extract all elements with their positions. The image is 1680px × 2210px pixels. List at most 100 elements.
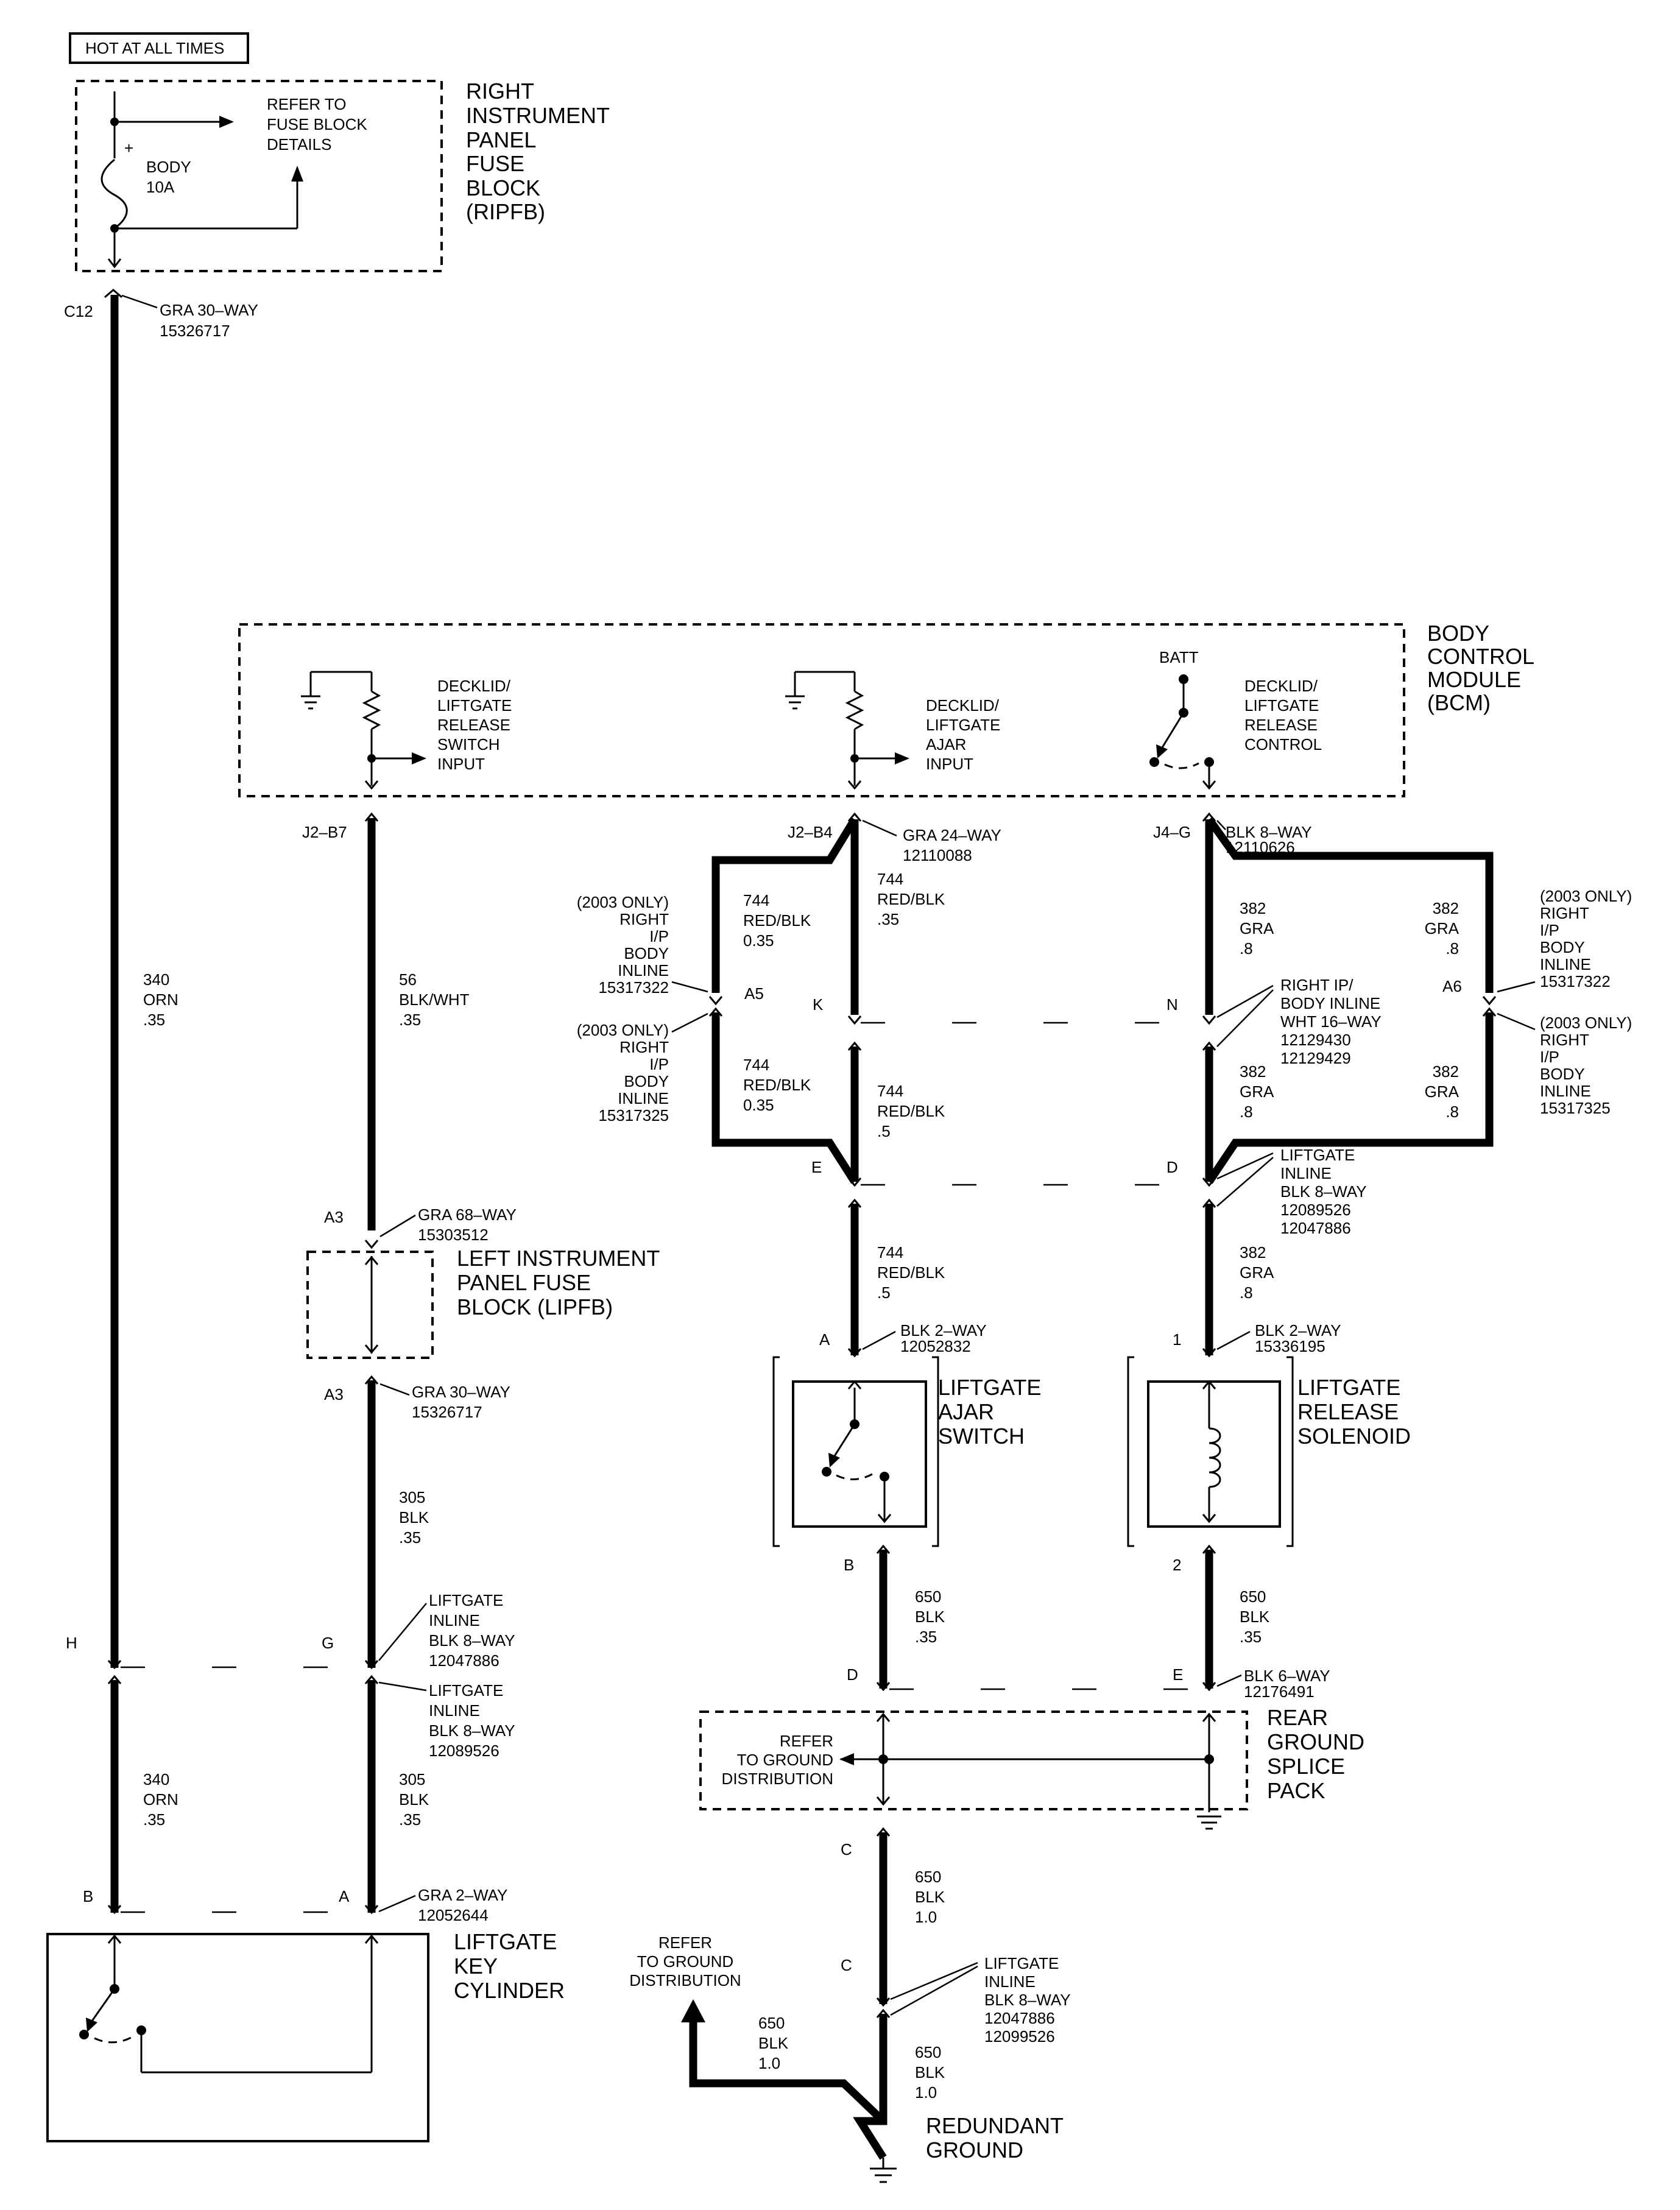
- label-744-left-top: 744 RED/BLK 0.35: [743, 891, 811, 950]
- svg-text:RED/BLK: RED/BLK: [877, 1263, 945, 1282]
- svg-text:INLINE: INLINE: [984, 1972, 1036, 1991]
- lipfb-box: [306, 1251, 434, 1359]
- label-650-b: 650 BLK .35: [1240, 1587, 1270, 1646]
- d-gnd-mark: [876, 1682, 891, 1692]
- svg-text:RIGHT IP/: RIGHT IP/: [1280, 976, 1354, 994]
- svg-text:ORN: ORN: [143, 990, 178, 1009]
- liftgate-inline-3-connector: LIFTGATE INLINE BLK 8–WAY 12089526: [378, 1681, 515, 1760]
- svg-text:+: +: [124, 139, 133, 157]
- svg-text:BLK/WHT: BLK/WHT: [399, 990, 470, 1009]
- ajar-switch-symbol: [822, 1380, 892, 1523]
- svg-text:.35: .35: [399, 1810, 421, 1829]
- bcm-box: [238, 623, 1405, 797]
- svg-text:.35: .35: [915, 1628, 937, 1646]
- svg-text:LIFTGATE: LIFTGATE: [938, 1375, 1041, 1400]
- svg-text:.35: .35: [877, 910, 899, 928]
- label-382-left-top: 382 GRA .8: [1240, 899, 1274, 958]
- svg-text:BLK: BLK: [399, 1508, 429, 1527]
- svg-text:RIGHT: RIGHT: [466, 79, 534, 104]
- svg-text:BLK 8–WAY: BLK 8–WAY: [1226, 823, 1312, 841]
- svg-text:LIFTGATE: LIFTGATE: [1280, 1146, 1355, 1164]
- svg-text:10A: 10A: [146, 178, 175, 196]
- pin-a3-top: A3: [324, 1208, 344, 1226]
- pin-c-bot: C: [841, 1956, 852, 1974]
- svg-text:RELEASE: RELEASE: [437, 716, 510, 734]
- refer-ground-2: REFER TO GROUND DISTRIBUTION: [629, 1933, 741, 1989]
- svg-text:TO GROUND: TO GROUND: [637, 1952, 733, 1971]
- svg-text:INLINE: INLINE: [1540, 1082, 1591, 1100]
- svg-text:.8: .8: [1445, 1103, 1459, 1121]
- wire-744-left-top: [711, 817, 858, 993]
- label-650-e: 650 BLK 1.0: [915, 2043, 945, 2102]
- svg-text:INPUT: INPUT: [926, 755, 973, 773]
- label-305-bot: 305 BLK .35: [399, 1770, 429, 1829]
- svg-text:.8: .8: [1445, 939, 1459, 958]
- liftgate-inline-1-connector: LIFTGATE INLINE BLK 8–WAY 12089526 12047…: [1216, 1146, 1367, 1237]
- bcm-switch-input-circuit: [301, 671, 426, 790]
- svg-text:305: 305: [399, 1488, 425, 1506]
- svg-text:BODY: BODY: [1427, 621, 1489, 646]
- label-305-top: 305 BLK .35: [399, 1488, 429, 1547]
- gra30-lipfb-connector: GRA 30–WAY 15326717: [364, 1375, 510, 1421]
- label-340-bot: 340 ORN .35: [143, 1770, 178, 1829]
- svg-text:CYLINDER: CYLINDER: [454, 1978, 565, 2003]
- svg-text:RED/BLK: RED/BLK: [743, 911, 811, 930]
- key-cylinder-box: [46, 1933, 429, 2142]
- inline-right-bot-label: (2003 ONLY) RIGHT I/P BODY INLINE 153173…: [1497, 1012, 1632, 1117]
- g-mark-lower: [364, 1675, 379, 1684]
- pin-d: D: [1166, 1158, 1178, 1176]
- key-cylinder-switch: [79, 1934, 379, 2074]
- a-key-mark: [364, 1905, 379, 1915]
- b-switch-mark: [876, 1544, 891, 1554]
- svg-text:LIFTGATE: LIFTGATE: [1244, 696, 1319, 715]
- svg-text:RIGHT: RIGHT: [619, 910, 669, 928]
- svg-text:.35: .35: [399, 1528, 421, 1547]
- svg-text:15317322: 15317322: [1540, 972, 1611, 990]
- svg-text:AJAR: AJAR: [938, 1399, 994, 1424]
- svg-text:BLK: BLK: [915, 2063, 945, 2081]
- sol-bracket-right: [1286, 1356, 1294, 1547]
- gra68-connector: GRA 68–WAY 15303512: [364, 1206, 517, 1249]
- ground-icon-redundant: [870, 2158, 897, 2183]
- svg-text:LIFTGATE: LIFTGATE: [926, 716, 1000, 734]
- svg-text:BODY: BODY: [624, 1072, 669, 1090]
- blk2-sol-connector: BLK 2–WAY 15336195: [1216, 1321, 1341, 1355]
- a-switch-mark: [847, 1348, 862, 1358]
- pin-d-gnd: D: [847, 1665, 858, 1684]
- svg-text:.35: .35: [143, 1810, 165, 1829]
- wire-744-left-bot: [711, 1012, 858, 1184]
- lipfb-label: LEFT INSTRUMENT PANEL FUSE BLOCK (LIPFB): [457, 1246, 660, 1319]
- svg-text:RED/BLK: RED/BLK: [877, 890, 945, 908]
- e-gnd-mark: [1202, 1682, 1216, 1692]
- svg-text:382: 382: [1433, 1062, 1459, 1081]
- svg-text:GRA 68–WAY: GRA 68–WAY: [418, 1206, 517, 1224]
- svg-text:PANEL FUSE: PANEL FUSE: [457, 1270, 591, 1295]
- svg-text:1.0: 1.0: [915, 1908, 937, 1926]
- svg-text:CONTROL: CONTROL: [1427, 644, 1534, 669]
- svg-text:(2003 ONLY): (2003 ONLY): [1540, 887, 1632, 905]
- svg-text:744: 744: [743, 1056, 769, 1074]
- svg-text:LIFTGATE: LIFTGATE: [454, 1929, 557, 1954]
- svg-text:ORN: ORN: [143, 1790, 178, 1809]
- svg-text:DISTRIBUTION: DISTRIBUTION: [629, 1971, 741, 1989]
- svg-text:FUSE: FUSE: [466, 151, 524, 176]
- svg-text:744: 744: [743, 891, 769, 909]
- lipfb-inner: [364, 1255, 379, 1354]
- svg-text:12099526: 12099526: [984, 2027, 1055, 2046]
- pin-b-switch: B: [844, 1556, 854, 1574]
- svg-text:LIFTGATE: LIFTGATE: [429, 1681, 503, 1700]
- svg-text:REFER TO: REFER TO: [267, 95, 347, 113]
- a5-mark-top: [708, 996, 723, 1006]
- svg-text:I/P: I/P: [1540, 921, 1559, 939]
- svg-text:BLK 8–WAY: BLK 8–WAY: [984, 1991, 1071, 2009]
- svg-text:KEY: KEY: [454, 1954, 498, 1979]
- svg-text:I/P: I/P: [649, 927, 669, 945]
- svg-text:15303512: 15303512: [418, 1226, 489, 1244]
- svg-text:SOLENOID: SOLENOID: [1297, 1424, 1411, 1449]
- svg-text:CONTROL: CONTROL: [1244, 735, 1322, 754]
- d-mark-lower: [1202, 1198, 1216, 1208]
- svg-text:12110088: 12110088: [903, 846, 972, 864]
- svg-text:RED/BLK: RED/BLK: [743, 1076, 811, 1094]
- fuse-icon: [101, 91, 303, 269]
- pin-g: G: [322, 1634, 334, 1652]
